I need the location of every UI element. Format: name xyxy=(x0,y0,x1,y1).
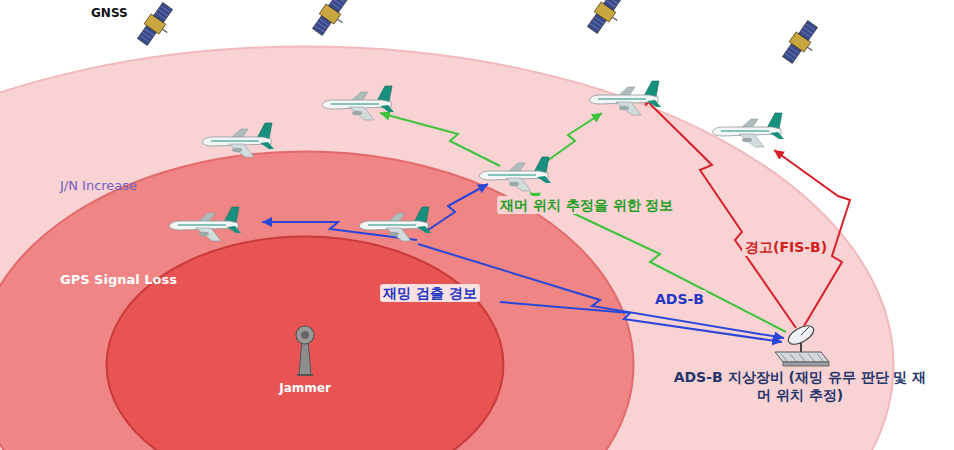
zone-label: J/N Increase xyxy=(60,178,137,193)
ground-station-symbol xyxy=(765,322,835,368)
station-caption: ADS-B 지상장비 (재밍 유무 판단 및 재머 위치 추정) xyxy=(670,368,930,404)
zone-label: GPS Signal Loss xyxy=(60,272,177,287)
satellites xyxy=(135,0,825,69)
jammer-symbol xyxy=(285,321,325,377)
link-label: ADS-B xyxy=(652,290,707,308)
link-label: 재머 위치 추정을 위한 정보 xyxy=(497,196,677,214)
zone-label: Jammer xyxy=(279,381,331,395)
signal-loss-zone: GPS Signal LossJammer xyxy=(0,150,635,450)
link-label: 재밍 검출 경보 xyxy=(380,284,480,302)
signal-links xyxy=(262,96,850,342)
aircraft xyxy=(169,81,784,241)
ground-station: ADS-B 지상장비 (재밍 유무 판단 및 재머 위치 추정) xyxy=(670,322,930,406)
link-label: 경고(FIS-B) xyxy=(742,238,830,256)
system-name: GNSS xyxy=(88,4,131,22)
jammer-zone: Jammer xyxy=(105,235,505,450)
